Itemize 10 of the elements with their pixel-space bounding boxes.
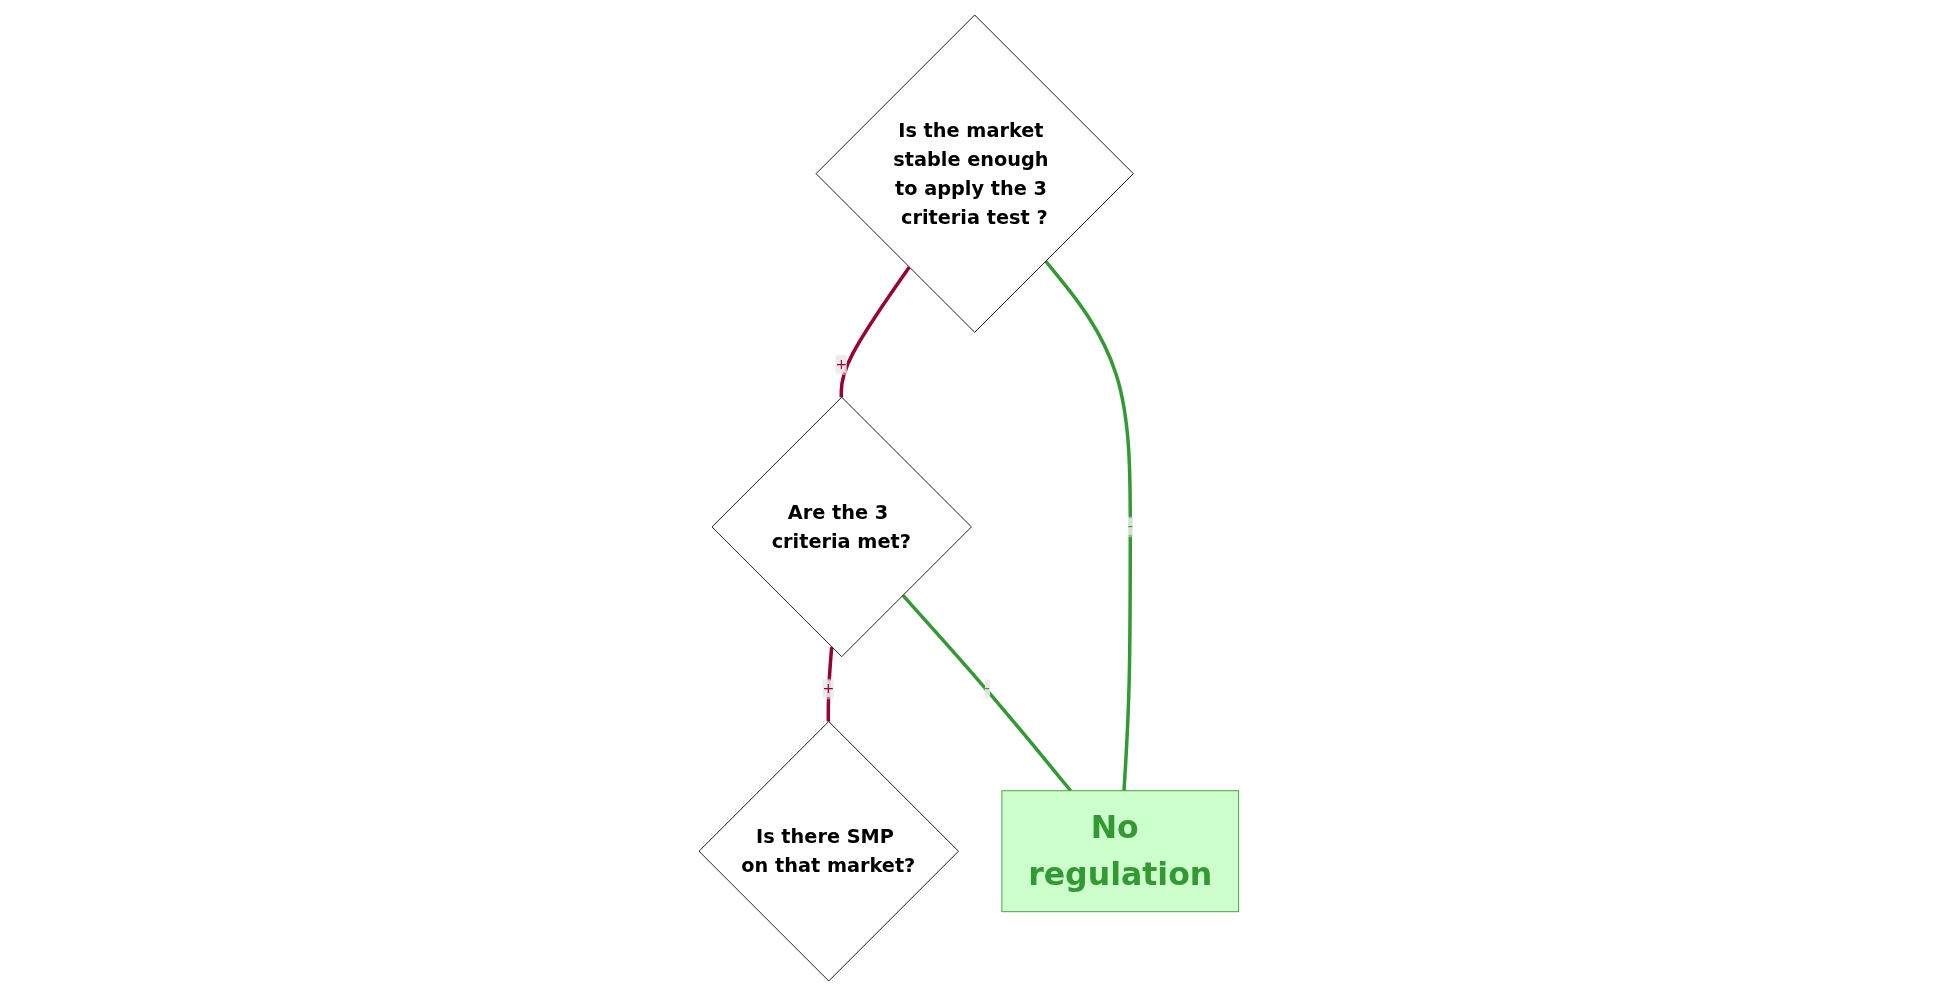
edge-label: - xyxy=(984,679,990,697)
node-diamond: Are the 3 criteria met? xyxy=(711,396,972,657)
connector xyxy=(901,593,1072,792)
edge-label: + xyxy=(822,679,834,697)
node-diamond: Is there SMP on that market? xyxy=(698,720,959,981)
node-box: No regulation xyxy=(1001,789,1239,912)
node-diamond: Is the market stable enough to apply the 3 criteria test ? xyxy=(815,14,1134,333)
edge-label: + xyxy=(835,355,847,373)
connector xyxy=(839,265,911,397)
edge-label: - xyxy=(1127,517,1133,535)
